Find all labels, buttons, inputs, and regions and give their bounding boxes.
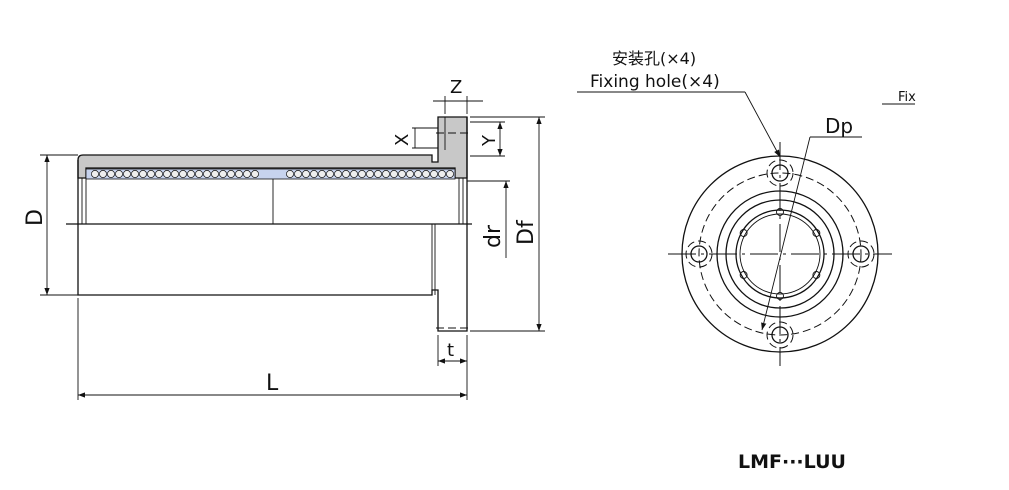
ball xyxy=(155,170,163,178)
ball xyxy=(243,170,251,178)
ball-track xyxy=(812,229,821,237)
ball xyxy=(235,170,243,178)
ball xyxy=(318,170,326,178)
ball xyxy=(286,170,294,178)
ball xyxy=(115,170,123,178)
ball xyxy=(342,170,350,178)
ball xyxy=(310,170,318,178)
ball xyxy=(438,170,446,178)
ball xyxy=(211,170,219,178)
label-Y: Y xyxy=(479,134,500,147)
ball xyxy=(107,170,115,178)
ball xyxy=(414,170,422,178)
ball-track xyxy=(812,271,821,279)
ball xyxy=(99,170,107,178)
label-dr: dr xyxy=(481,224,506,248)
housing-section xyxy=(77,116,468,179)
side-view: D L t Z X Y dr Df xyxy=(23,77,545,400)
ball xyxy=(91,170,99,178)
fixing-hole-label-cn: 安装孔(×4) xyxy=(612,49,696,68)
ball-row xyxy=(91,170,454,178)
ball xyxy=(302,170,310,178)
ball xyxy=(294,170,302,178)
ball xyxy=(334,170,342,178)
ball xyxy=(131,170,139,178)
ball xyxy=(187,170,195,178)
ball xyxy=(398,170,406,178)
ball xyxy=(179,170,187,178)
ball xyxy=(147,170,155,178)
label-Df: Df xyxy=(514,219,539,245)
ball xyxy=(227,170,235,178)
ball xyxy=(422,170,430,178)
label-t: t xyxy=(447,340,454,361)
ball xyxy=(446,170,454,178)
ball xyxy=(195,170,203,178)
ball-track xyxy=(739,229,748,237)
ball xyxy=(382,170,390,178)
ball xyxy=(350,170,358,178)
front-view: 安装孔(×4) Fixing hole(×4) Dp Fix xyxy=(577,49,916,366)
ball xyxy=(219,170,227,178)
ball xyxy=(163,170,171,178)
ball xyxy=(390,170,398,178)
ball xyxy=(171,170,179,178)
ball xyxy=(406,170,414,178)
ball xyxy=(139,170,147,178)
label-X: X xyxy=(392,134,413,146)
label-Z: Z xyxy=(450,77,462,98)
label-D: D xyxy=(23,209,48,226)
ball xyxy=(430,170,438,178)
ball xyxy=(366,170,374,178)
ball xyxy=(374,170,382,178)
ball xyxy=(358,170,366,178)
fixing-hole-label-en: Fixing hole(×4) xyxy=(590,72,720,92)
ball xyxy=(251,170,259,178)
ball xyxy=(203,170,211,178)
ball-retainer xyxy=(85,168,456,180)
ball xyxy=(123,170,131,178)
label-L: L xyxy=(266,371,279,396)
dp-label: Dp xyxy=(825,114,853,138)
cut-off-label: Fix xyxy=(898,90,916,105)
ball xyxy=(326,170,334,178)
model-title: LMF···LUU xyxy=(738,451,846,473)
ball-track xyxy=(739,271,748,279)
